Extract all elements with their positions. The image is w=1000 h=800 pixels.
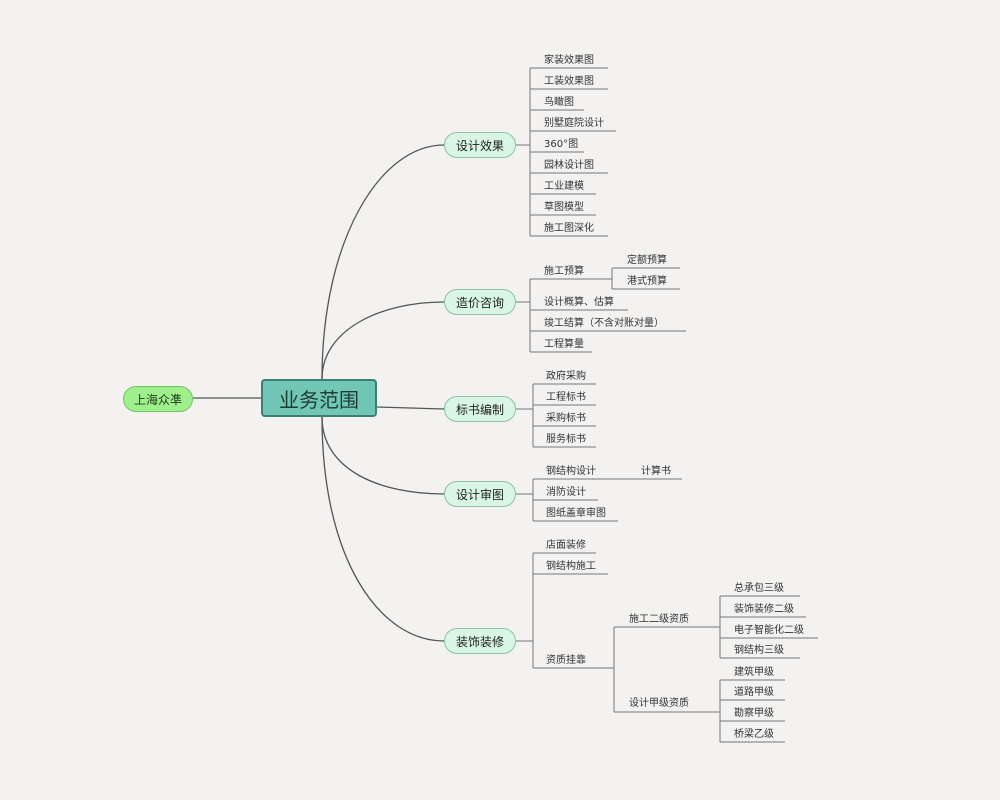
leaf-item[interactable]: 定额预算 (627, 255, 667, 266)
connector-review (321, 416, 445, 495)
leaf-item[interactable]: 竣工结算（不含对账对量） (544, 318, 664, 329)
branch-decoration[interactable]: 装饰装修 (444, 628, 516, 654)
leaf-item[interactable]: 电子智能化二级 (734, 625, 804, 636)
leaf-level2[interactable]: 施工二级资质 (629, 614, 689, 625)
branch-design-effect[interactable]: 设计效果 (444, 132, 516, 158)
leaf-item[interactable]: 园林设计图 (544, 160, 594, 171)
root-node[interactable]: 上海众凖 (123, 386, 193, 412)
leaf-item[interactable]: 钢结构三级 (734, 645, 784, 656)
leaf-item[interactable]: 桥梁乙级 (734, 729, 774, 740)
leaf-construction-budget[interactable]: 施工预算 (544, 266, 584, 277)
leaf-item[interactable]: 工程标书 (546, 392, 586, 403)
branch-bid[interactable]: 标书编制 (444, 396, 516, 422)
leaf-design-a[interactable]: 设计甲级资质 (629, 698, 689, 709)
leaf-item[interactable]: 鸟瞰图 (544, 97, 574, 108)
leaf-item[interactable]: 别墅庭院设计 (544, 118, 604, 129)
center-node[interactable]: 业务范围 (261, 379, 377, 417)
leaf-item[interactable]: 消防设计 (546, 487, 586, 498)
branch-cost-consult[interactable]: 造价咨询 (444, 289, 516, 315)
leaf-steel-design[interactable]: 钢结构设计 (546, 466, 596, 477)
leaf-item[interactable]: 建筑甲级 (734, 667, 774, 678)
leaf-item[interactable]: 360°图 (544, 139, 579, 150)
leaf-item[interactable]: 图纸盖章审图 (546, 508, 606, 519)
leaf-item[interactable]: 总承包三级 (734, 583, 784, 594)
connector-bid (376, 406, 445, 410)
leaf-item[interactable]: 政府采购 (546, 371, 586, 382)
leaf-item[interactable]: 设计概算、估算 (544, 297, 614, 308)
leaf-item[interactable]: 工装效果图 (544, 76, 594, 87)
leaf-item[interactable]: 采购标书 (546, 413, 586, 424)
connector-design-effect (321, 144, 445, 380)
leaf-item[interactable]: 工业建模 (544, 181, 584, 192)
leaf-item[interactable]: 道路甲级 (734, 687, 774, 698)
leaf-item[interactable]: 施工图深化 (544, 223, 594, 234)
connector-cost-consult (321, 301, 445, 380)
leaf-qualification[interactable]: 资质挂靠 (546, 655, 586, 666)
leaf-item[interactable]: 家装效果图 (544, 55, 594, 66)
leaf-item[interactable]: 工程算量 (544, 339, 584, 350)
leaf-item[interactable]: 装饰装修二级 (734, 604, 794, 615)
leaf-item[interactable]: 服务标书 (546, 434, 586, 445)
leaf-item[interactable]: 草图模型 (544, 202, 584, 213)
leaf-calc[interactable]: 计算书 (641, 466, 671, 477)
leaf-item[interactable]: 勘察甲级 (734, 708, 774, 719)
connector-decoration (321, 416, 445, 642)
leaf-item[interactable]: 店面装修 (546, 540, 586, 551)
leaf-item[interactable]: 港式预算 (627, 276, 667, 287)
branch-review[interactable]: 设计审图 (444, 481, 516, 507)
leaf-item[interactable]: 钢结构施工 (546, 561, 596, 572)
